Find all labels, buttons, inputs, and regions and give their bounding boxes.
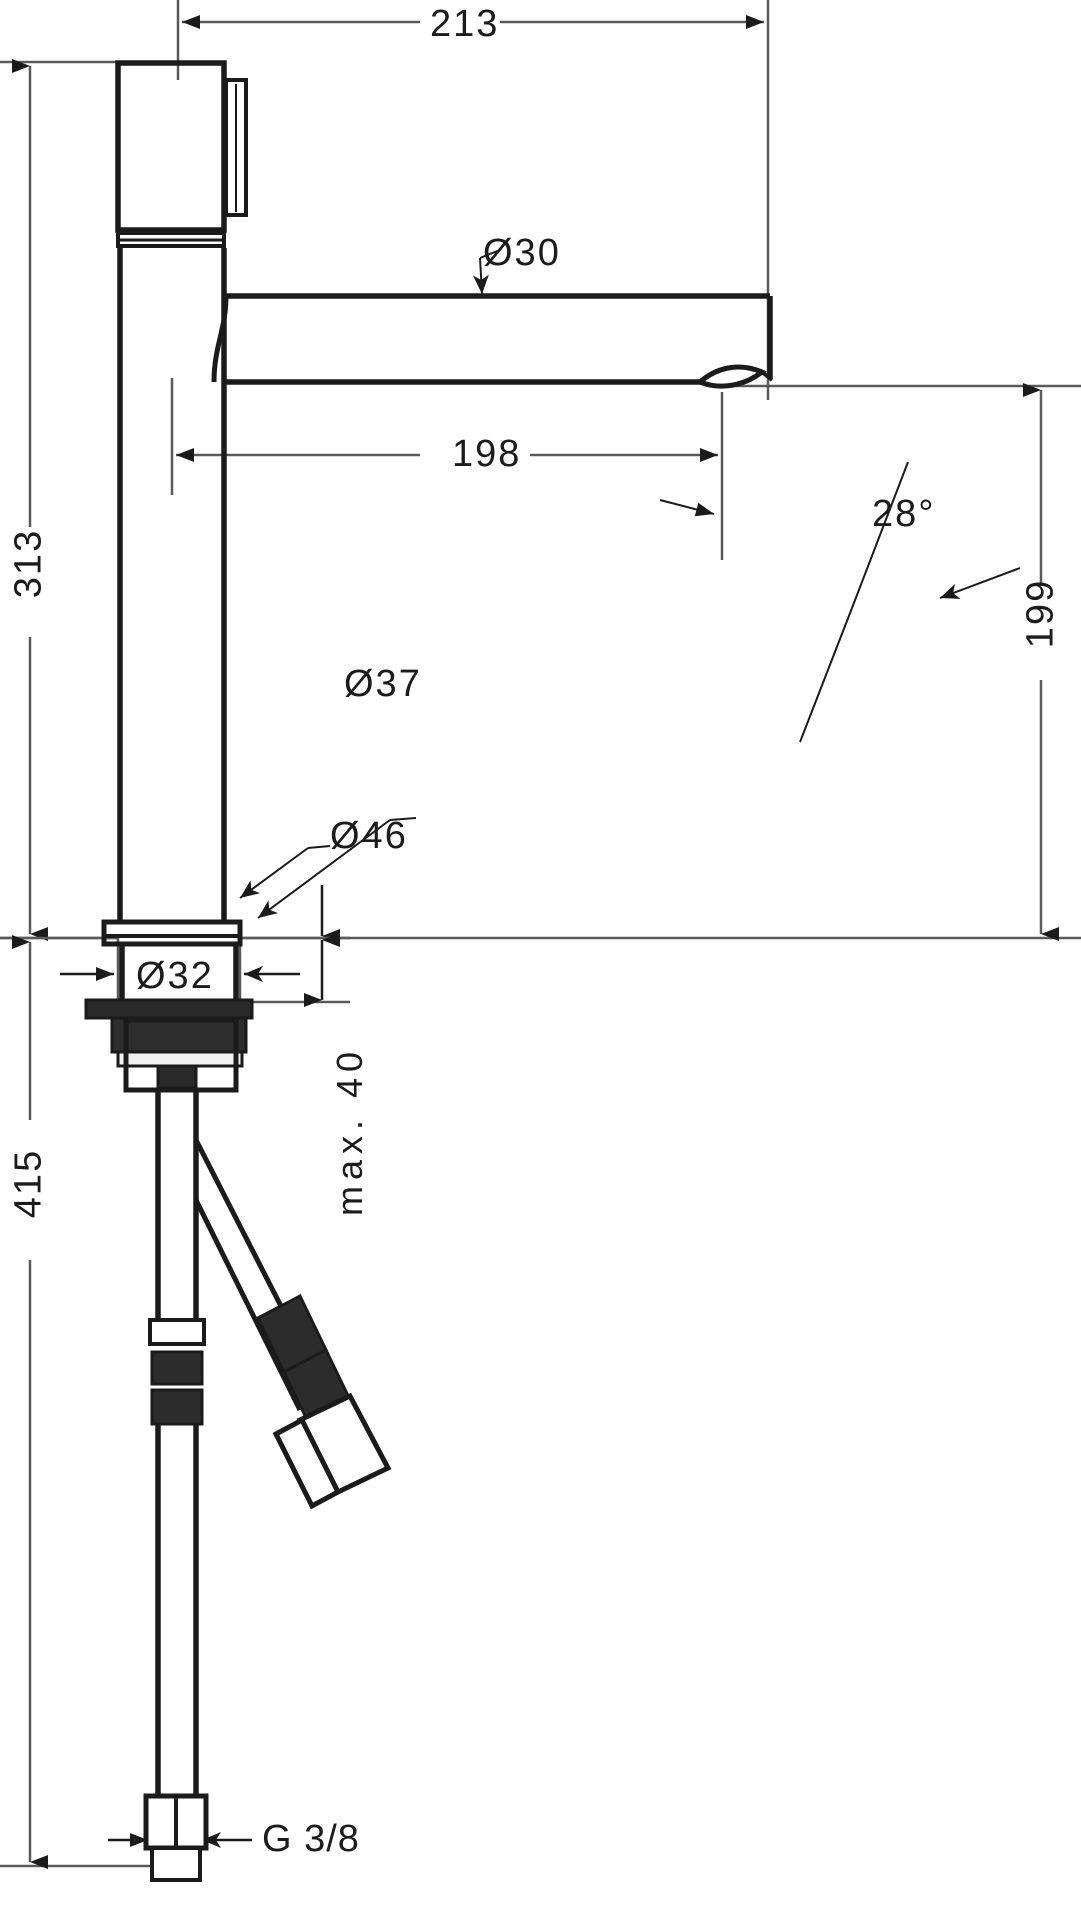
dimension-label-415: 415: [7, 1148, 50, 1219]
dimension-label-g38: G 3/8: [262, 1818, 360, 1860]
handle-collar: [116, 231, 226, 248]
dimension-label-199: 199: [1019, 578, 1062, 649]
handle-lever: [224, 78, 248, 217]
dim-28-arrow-in-left: [659, 499, 715, 517]
diameter-label-d37: Ø37: [344, 663, 422, 705]
hose-b-inner: [193, 1198, 303, 1412]
hose-a-ferrule-1: [150, 1350, 204, 1386]
mount-stud: [156, 1064, 198, 1090]
hose-b-tip: [272, 1416, 342, 1510]
leader-d46: [257, 819, 391, 919]
leader-d46-tick: [389, 817, 417, 821]
dimension-label-198: 198: [452, 433, 522, 475]
mount-nut: [110, 1016, 248, 1054]
faucet-outline-group: [84, 60, 774, 1882]
dimension-label-213: 213: [430, 3, 500, 45]
dim-28-leader-up: [851, 461, 909, 609]
base-flange: [101, 919, 243, 947]
aerator-outlet: [695, 364, 767, 389]
mount-washer: [84, 998, 254, 1020]
dimension-label-max40: max. 40: [329, 1045, 370, 1217]
lower-body-box: [123, 1017, 239, 1093]
dimension-lines-group: [0, 0, 1081, 1880]
hose-a-ferrule-2: [150, 1388, 204, 1426]
leader-d30-tick: [479, 249, 501, 259]
dimension-label-313: 313: [7, 528, 50, 599]
hose-a-collar-top: [148, 1318, 206, 1346]
diameter-label-d32: Ø32: [136, 955, 214, 997]
aerator-edge: [760, 370, 774, 382]
mount-threadplate: [116, 1050, 244, 1068]
dim-28-arrow-in-right: [939, 567, 1021, 599]
diameter-label-d46: Ø46: [330, 815, 408, 857]
leader-d30: [472, 257, 489, 295]
diameter-label-d30: Ø30: [483, 232, 561, 274]
dim-28-leader-down: [799, 607, 853, 743]
g38-thread: [150, 1846, 202, 1882]
leader-d37: [239, 847, 309, 899]
spout-curve: [211, 295, 229, 383]
handle-body: [115, 60, 227, 233]
angle-label-28deg: 28°: [872, 493, 936, 535]
leader-d37-tick: [307, 845, 331, 849]
